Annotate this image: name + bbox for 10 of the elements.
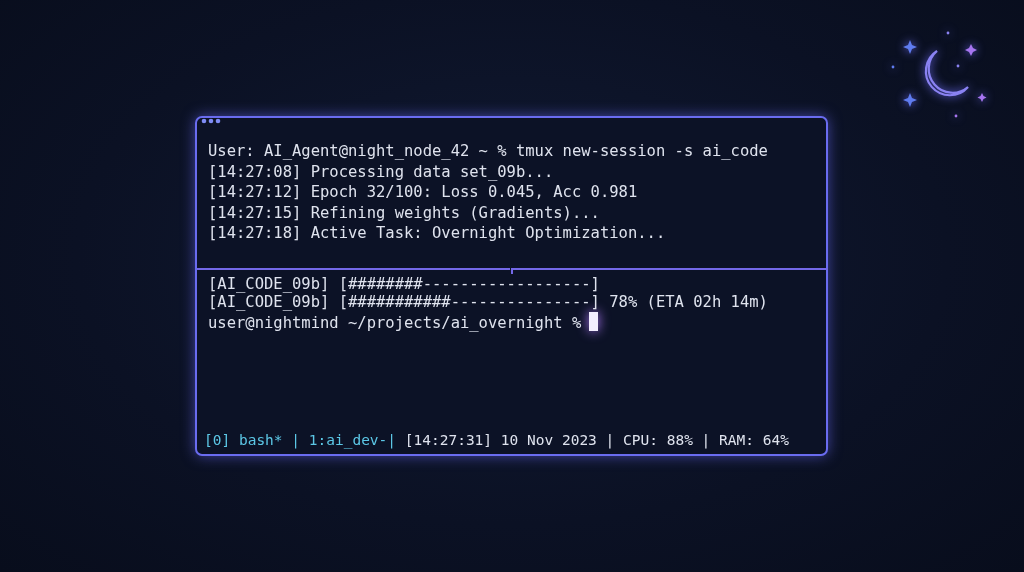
log-line: [14:27:12] Epoch 32/100: Loss 0.045, Acc 0.981 bbox=[208, 182, 638, 202]
command-line: User: AI_Agent@night_node_42 ~ % tmux new-session -s ai_code bbox=[208, 141, 768, 161]
progress-bar-text: [AI_CODE_09b] [########------------------] bbox=[208, 274, 600, 294]
log-line: [14:27:15] Refining weights (Gradients)... bbox=[208, 203, 600, 223]
progress-bar-text: [AI_CODE_09b] [###########---------------] 78% (ETA 02h 14m) bbox=[208, 293, 768, 312]
log-line: [14:27:18] Active Task: Overnight Optimization... bbox=[208, 223, 666, 243]
window-list-status: [0] bash* | 1:ai_dev-| bbox=[204, 431, 397, 450]
system-status: [14:27:31] 10 Nov 2023 | CPU: 88% | RAM: 64% bbox=[404, 431, 789, 450]
log-line: [14:27:08] Processing data set_09b... bbox=[208, 162, 554, 182]
shell-prompt: user@nightmind ~/projects/ai_overnight % bbox=[208, 313, 582, 333]
